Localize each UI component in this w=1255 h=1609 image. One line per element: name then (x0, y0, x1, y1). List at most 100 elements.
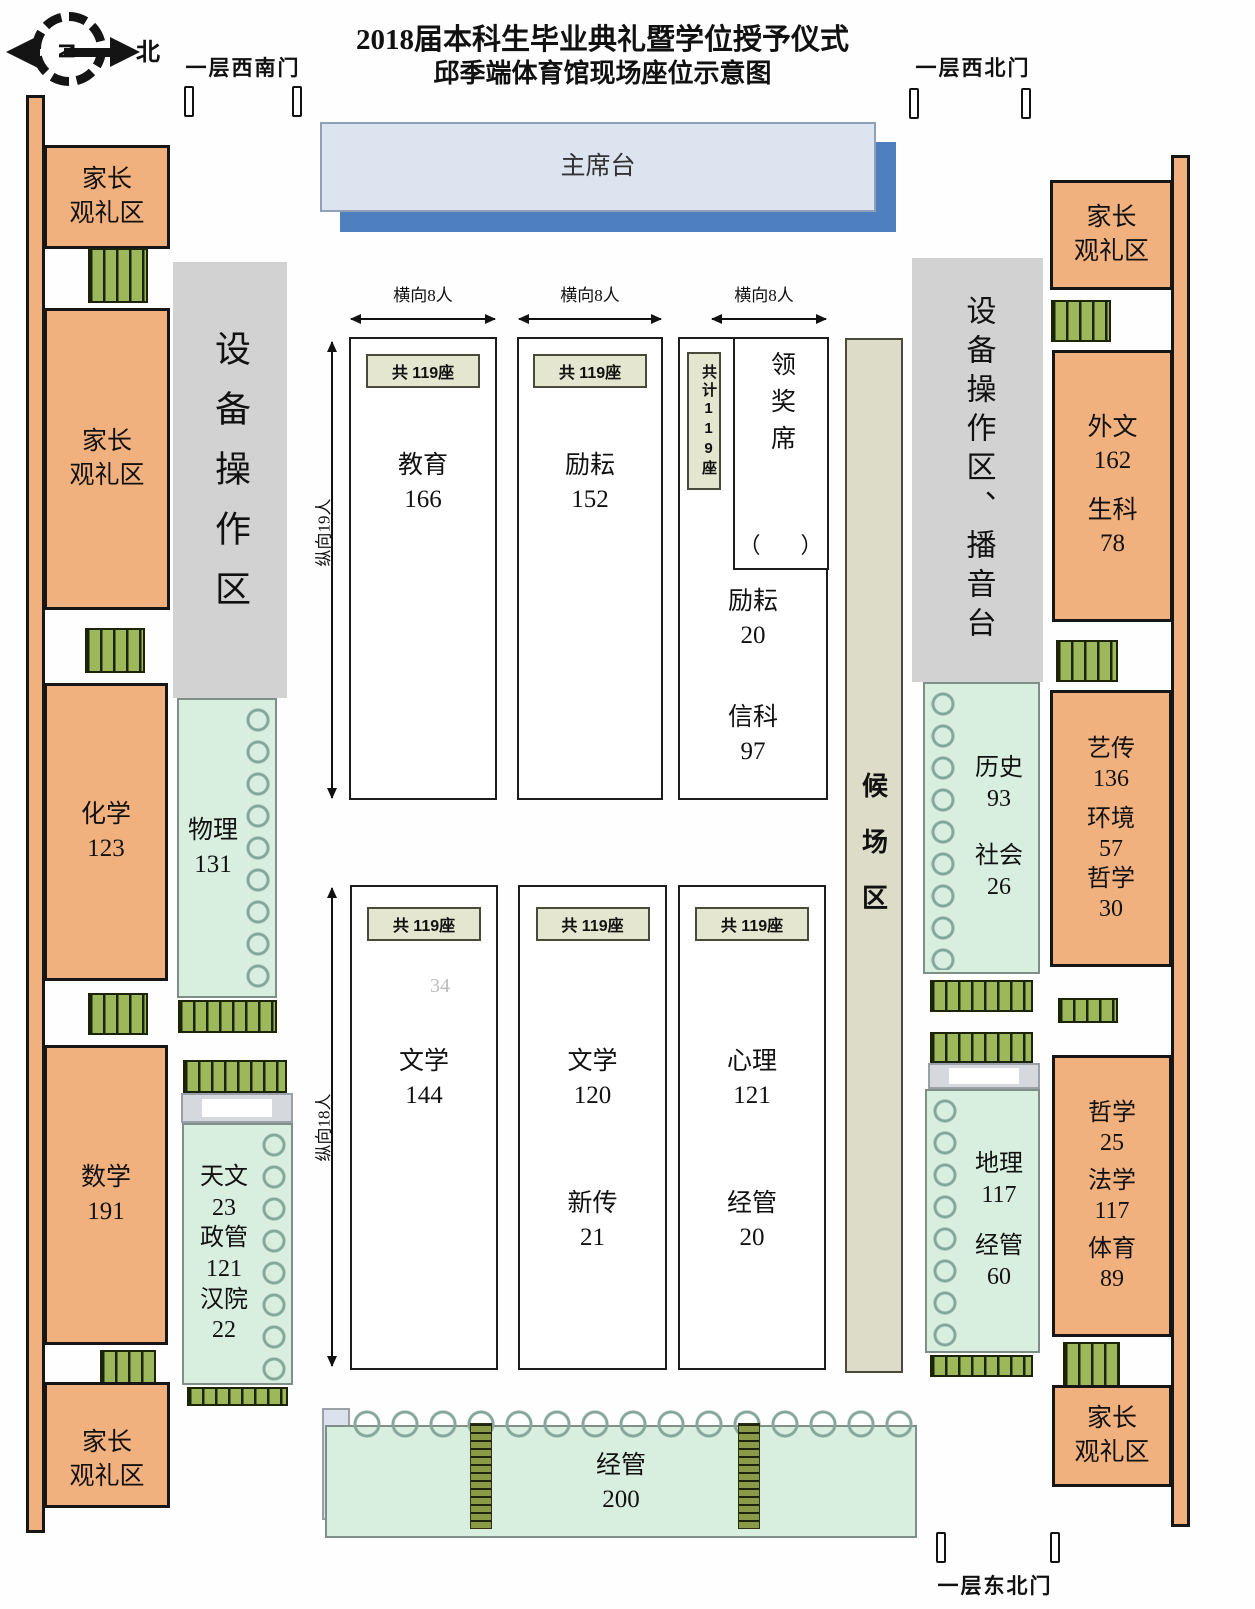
zone-jg-big-label: 经管 200 (327, 1449, 915, 1517)
stairs-strip (1063, 1342, 1120, 1388)
zone-parents-sw: 家长 观礼区 (44, 1382, 170, 1508)
ops-left-label: 设备操作区 (210, 330, 250, 630)
stairs-strip (187, 1387, 288, 1406)
dim-vertical-top: 纵向19人 (314, 498, 334, 567)
zone-count: 57 (1099, 835, 1123, 862)
zone-name: 地理 (975, 1150, 1023, 1177)
zone-parents-se: 家长 观礼区 (1052, 1385, 1172, 1487)
award-seats-box: 领奖席 （ ） (732, 336, 829, 570)
zone-name: 心理 (726, 1048, 777, 1075)
podium-band (181, 1093, 293, 1123)
zone-count: 30 (1099, 895, 1123, 922)
seat-count-badge: 共 119座 (367, 907, 481, 941)
zone-name: 家长 (1086, 1405, 1137, 1433)
zone-name: 励耘 (564, 452, 615, 479)
zone-astronomy-politics-hanyuan: 天文 23 政管 121 汉院 22 (182, 1123, 293, 1385)
zone-count: 60 (987, 1264, 1011, 1291)
seat-count-badge: 共 119座 (533, 354, 647, 388)
dim-arrow-icon (711, 314, 827, 324)
compass-needle-icon (64, 48, 114, 57)
zone-count: 20 (740, 621, 766, 649)
zone-geography-label: 地理 117 经管 60 (960, 1091, 1038, 1351)
zone-count: 144 (405, 1081, 443, 1109)
zone-name: 化学 (80, 801, 131, 829)
zone-count: 89 (1100, 1266, 1124, 1292)
paren-close: ） (800, 532, 823, 558)
zone-math: 数学 191 (44, 1045, 168, 1345)
seat-count-badge: 共 119座 (695, 907, 809, 941)
title-line1: 2018届本科生毕业典礼暨学位授予仪式 (355, 24, 849, 56)
zone-name: 教育 (397, 452, 448, 479)
door-mark (936, 1532, 946, 1563)
paren-open: （ (738, 532, 761, 558)
zone-count: 162 (1093, 446, 1132, 474)
zone-count: 20 (739, 1223, 765, 1251)
zone-name: 社会 (975, 843, 1023, 869)
zone-name: 家长 (81, 428, 132, 456)
chair-row-icon (927, 688, 959, 970)
zone-chemistry: 化学 123 (44, 683, 168, 981)
zone-name: 政管 (200, 1225, 248, 1252)
column-education: 共 119座 教育 166 (349, 337, 497, 800)
zone-name: 观礼区 (1073, 238, 1149, 265)
zone-count: 121 (733, 1081, 771, 1109)
zone-count: 117 (981, 1181, 1017, 1208)
zone-parents-ne: 家长 观礼区 (1050, 180, 1173, 290)
ops-zone-right: 设备操作区、播音台 (912, 258, 1043, 682)
door-label-northwest: 一层西北门 (915, 57, 1031, 80)
dim-arrow-icon (327, 341, 337, 799)
title-line2: 邱季端体育馆现场座位示意图 (433, 59, 772, 89)
column-literature2-xinchuan: 共 119座 文学 120 新传 21 (518, 885, 667, 1370)
zone-arts-environment-philosophy: 艺传 136 环境 57 哲学 30 (1050, 690, 1172, 967)
column-literature1: 共 119座 34 文学 144 (350, 885, 498, 1370)
zone-count: 22 (212, 1317, 236, 1344)
zone-liyun-label: 励耘 152 (519, 449, 661, 517)
dim-arrow-icon (327, 887, 337, 1367)
zone-count: 97 (740, 737, 766, 765)
seat-count-badge-vertical: 共计119座 (687, 352, 721, 490)
page-title: 2018届本科生毕业典礼暨学位授予仪式 邱季端体育馆现场座位示意图 (315, 22, 890, 91)
zone-count: 26 (987, 874, 1011, 901)
dim-arrow-icon (350, 314, 496, 324)
zone-physics: 物理 131 (177, 698, 277, 998)
zone-name: 历史 (975, 754, 1023, 781)
zone-foreign-bioscience: 外文 162 生科 78 (1052, 350, 1173, 622)
column-liyun: 共 119座 励耘 152 (517, 337, 663, 800)
stairs-strip (930, 980, 1033, 1012)
zone-name: 家长 (1086, 204, 1137, 232)
zone-xinchuan-label: 新传 21 (520, 1187, 665, 1255)
ladder-strip (470, 1423, 492, 1529)
zone-count: 21 (580, 1223, 605, 1251)
door-mark (1021, 88, 1031, 119)
zone-name: 数学 (80, 1164, 131, 1192)
compass-north-label: 北 (136, 39, 160, 66)
stairs-strip (88, 248, 148, 303)
zone-count: 117 (1094, 1198, 1130, 1224)
zone-count: 93 (987, 785, 1011, 812)
zone-name: 经管 (595, 1452, 646, 1479)
compass-west-point-icon (6, 35, 40, 69)
faint-watermark: 34 (430, 975, 450, 997)
west-wall (26, 95, 45, 1533)
dim-horizontal-2: 横向8人 (560, 286, 620, 305)
compass-n-letter: N (53, 43, 79, 59)
chair-row-icon (259, 1129, 289, 1381)
zone-name: 法学 (1088, 1168, 1136, 1194)
stage-label: 主席台 (560, 153, 636, 181)
zone-education-label: 教育 166 (351, 449, 495, 517)
chair-row-icon (929, 1095, 961, 1349)
zone-count: 121 (206, 1256, 242, 1282)
zone-name: 经管 (726, 1190, 777, 1217)
zone-name: 哲学 (1087, 865, 1135, 892)
zone-name: 哲学 (1088, 1100, 1136, 1126)
award-paren-row: （ ） (735, 528, 827, 560)
stage-block: 主席台 (320, 122, 876, 212)
zone-name: 观礼区 (1074, 1439, 1150, 1466)
zone-name: 体育 (1088, 1236, 1136, 1262)
seat-count-badge: 共 119座 (535, 907, 650, 941)
podium-band-inner (202, 1098, 272, 1118)
zone-literature1-label: 文学 144 (352, 1045, 496, 1113)
zone-count: 191 (87, 1198, 125, 1225)
stairs-strip (178, 1000, 277, 1033)
seat-count-badge: 共 119座 (366, 354, 480, 388)
